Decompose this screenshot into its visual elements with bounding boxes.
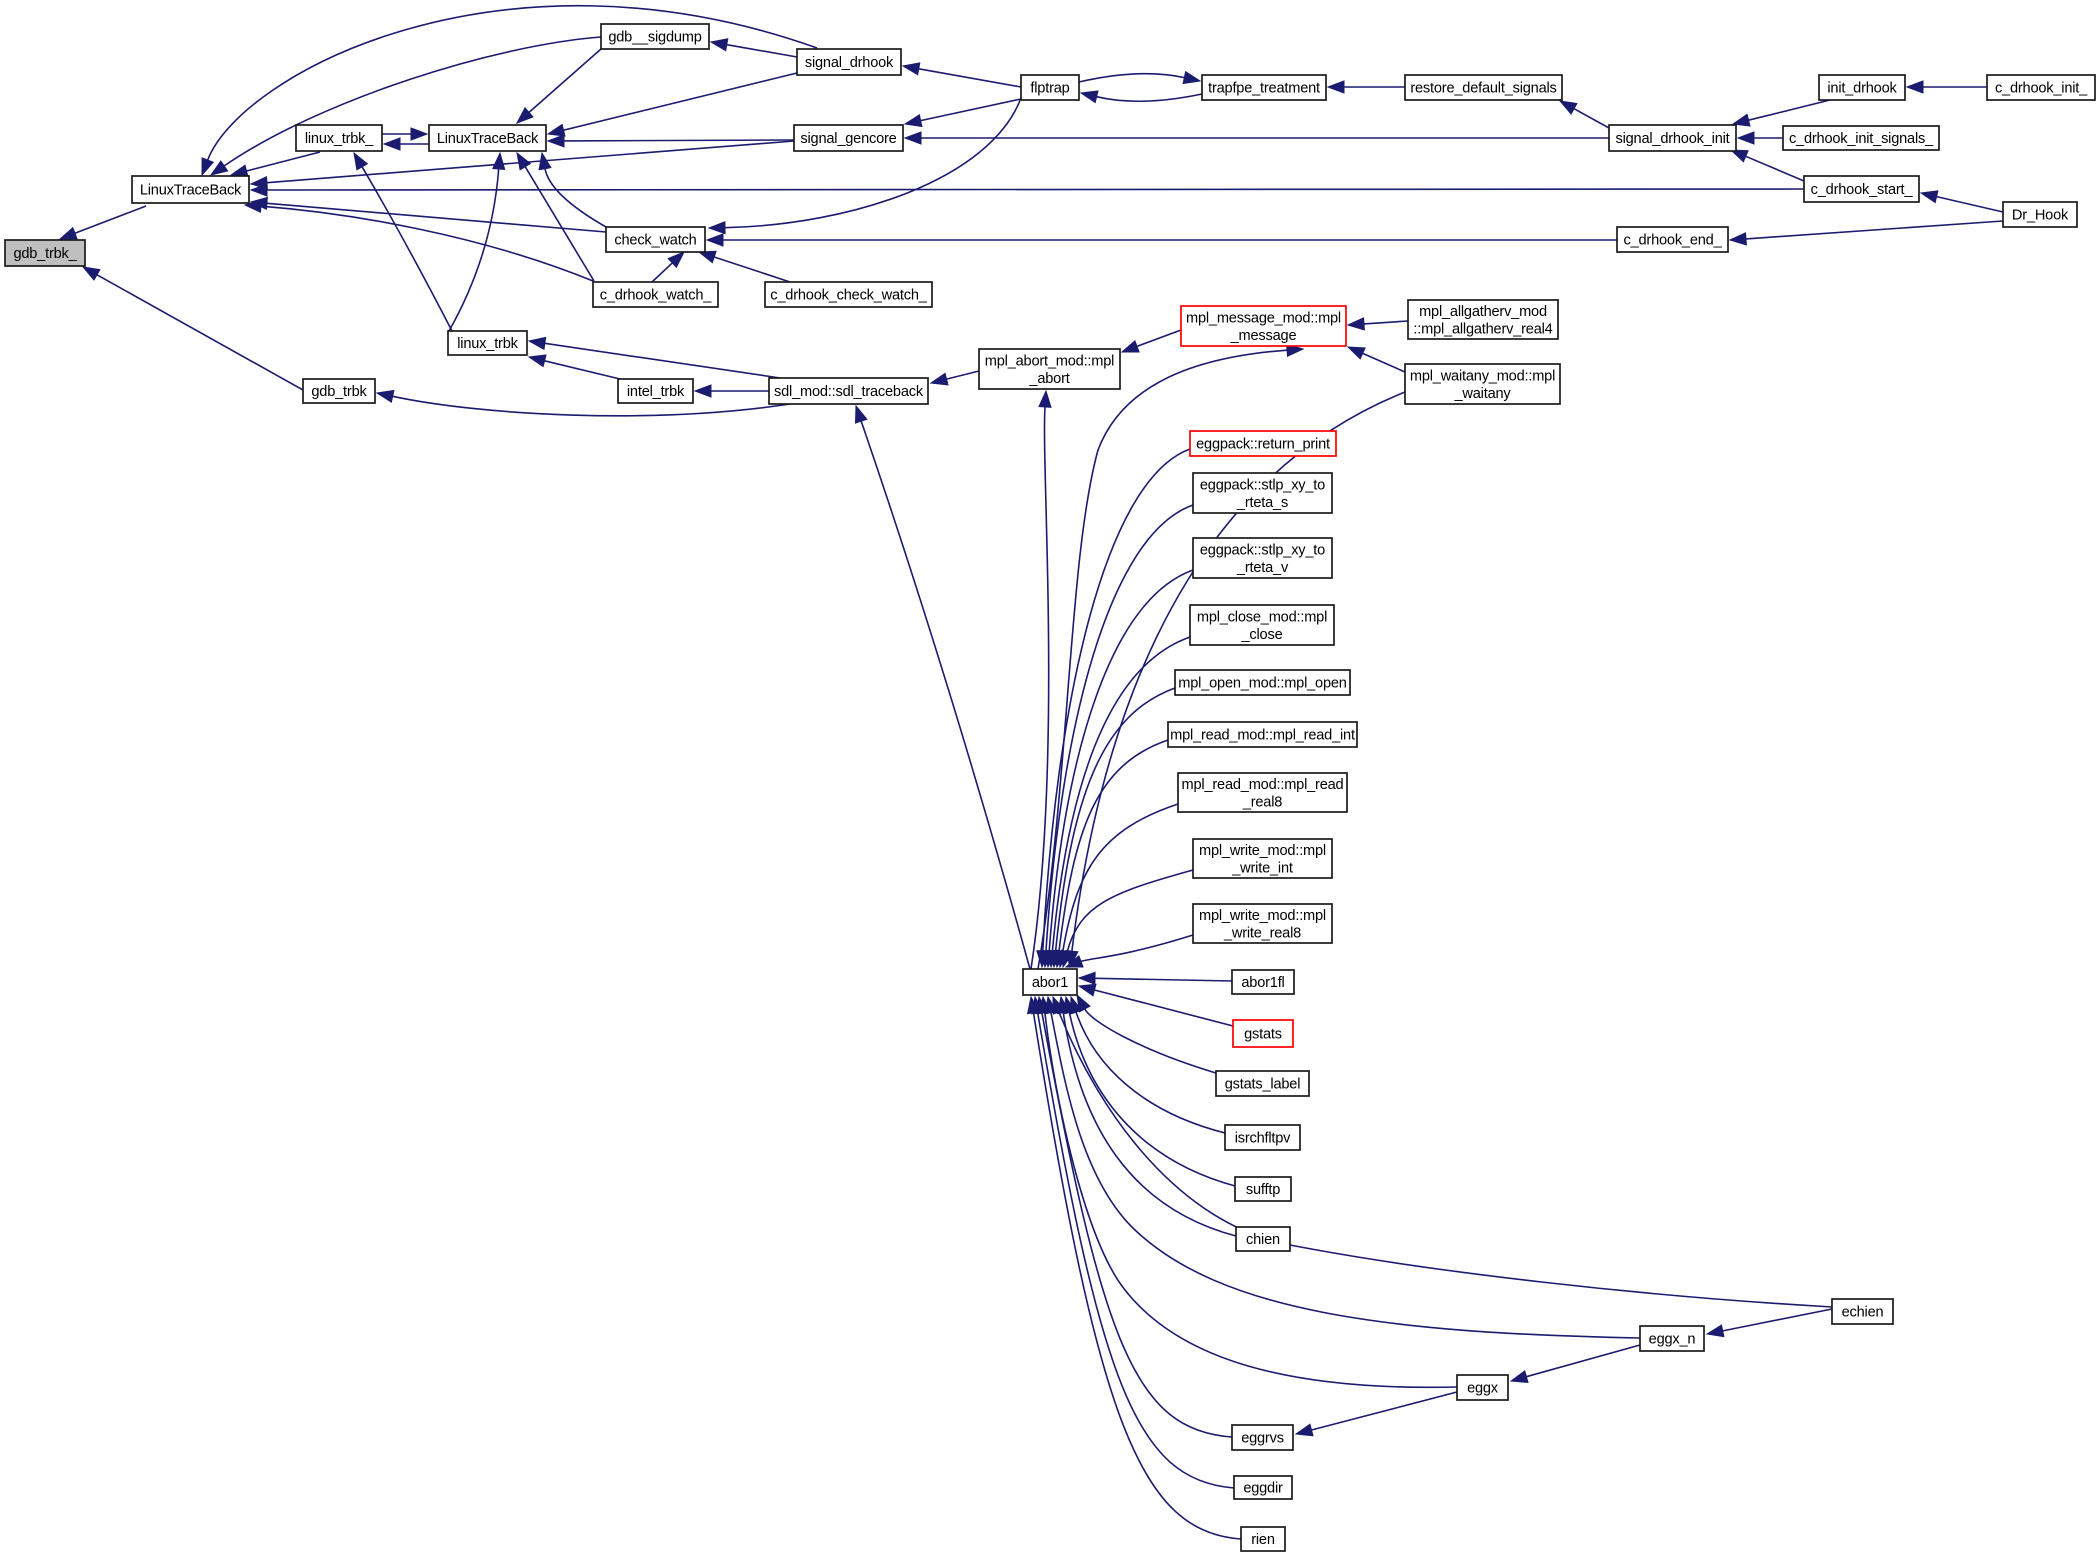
svg-text:mpl_close_mod::mpl: mpl_close_mod::mpl: [1197, 609, 1327, 625]
svg-text:c_drhook_init_: c_drhook_init_: [1995, 81, 2088, 97]
svg-text:echien: echien: [1842, 1305, 1884, 1321]
svg-text:_abort: _abort: [1028, 371, 1069, 387]
svg-text:flptrap: flptrap: [1030, 81, 1069, 97]
svg-text:eggpack::stlp_xy_to: eggpack::stlp_xy_to: [1200, 542, 1325, 558]
svg-text:_rteta_s: _rteta_s: [1236, 495, 1288, 511]
svg-text:isrchfltpv: isrchfltpv: [1235, 1131, 1291, 1147]
svg-text:mpl_waitany_mod::mpl: mpl_waitany_mod::mpl: [1410, 368, 1555, 384]
svg-text:sdl_mod::sdl_traceback: sdl_mod::sdl_traceback: [774, 384, 924, 400]
svg-text:mpl_allgatherv_mod: mpl_allgatherv_mod: [1419, 304, 1547, 320]
svg-text:eggpack::stlp_xy_to: eggpack::stlp_xy_to: [1200, 477, 1325, 493]
svg-text:init_drhook: init_drhook: [1827, 81, 1897, 97]
svg-text:eggx: eggx: [1467, 1381, 1499, 1397]
svg-text:check_watch: check_watch: [614, 233, 696, 249]
svg-text:mpl_write_mod::mpl: mpl_write_mod::mpl: [1199, 843, 1326, 859]
svg-text:eggdir: eggdir: [1243, 1481, 1283, 1497]
svg-text:mpl_read_mod::mpl_read_int: mpl_read_mod::mpl_read_int: [1170, 728, 1355, 744]
svg-text:rien: rien: [1251, 1532, 1275, 1548]
svg-text:gstats: gstats: [1244, 1027, 1282, 1043]
svg-text:eggx_n: eggx_n: [1649, 1332, 1696, 1348]
svg-text:gdb_trbk_: gdb_trbk_: [13, 246, 77, 262]
svg-text:mpl_message_mod::mpl: mpl_message_mod::mpl: [1186, 310, 1341, 326]
svg-text:_write_real8: _write_real8: [1223, 926, 1301, 942]
svg-text:linux_trbk_: linux_trbk_: [305, 131, 374, 147]
svg-text:c_drhook_init_signals_: c_drhook_init_signals_: [1789, 131, 1934, 147]
svg-text:intel_trbk: intel_trbk: [627, 384, 685, 400]
svg-text:LinuxTraceBack: LinuxTraceBack: [437, 131, 539, 147]
svg-text:mpl_read_mod::mpl_read: mpl_read_mod::mpl_read: [1182, 777, 1344, 793]
svg-text:sufftp: sufftp: [1246, 1182, 1280, 1198]
svg-text:eggpack::return_print: eggpack::return_print: [1196, 437, 1330, 453]
svg-text:mpl_write_mod::mpl: mpl_write_mod::mpl: [1199, 908, 1326, 924]
svg-text:Dr_Hook: Dr_Hook: [2012, 208, 2069, 224]
svg-text:gdb__sigdump: gdb__sigdump: [608, 30, 701, 46]
svg-text:trapfpe_treatment: trapfpe_treatment: [1208, 81, 1320, 97]
svg-text:chien: chien: [1246, 1232, 1280, 1248]
svg-text:c_drhook_end_: c_drhook_end_: [1623, 233, 1722, 249]
svg-text:_real8: _real8: [1242, 795, 1282, 811]
svg-text:_message: _message: [1230, 328, 1297, 344]
svg-text:eggrvs: eggrvs: [1241, 1431, 1284, 1447]
svg-text:signal_drhook_init: signal_drhook_init: [1615, 131, 1729, 147]
svg-text:mpl_open_mod::mpl_open: mpl_open_mod::mpl_open: [1178, 676, 1346, 692]
svg-text:c_drhook_watch_: c_drhook_watch_: [600, 288, 712, 304]
svg-text:_rteta_v: _rteta_v: [1236, 560, 1289, 576]
svg-text:gstats_label: gstats_label: [1225, 1077, 1301, 1093]
svg-text:signal_drhook: signal_drhook: [805, 55, 894, 71]
svg-text:c_drhook_check_watch_: c_drhook_check_watch_: [770, 288, 928, 304]
svg-text:c_drhook_start_: c_drhook_start_: [1811, 182, 1914, 198]
svg-text:_waitany: _waitany: [1454, 386, 1512, 402]
svg-text:abor1fl: abor1fl: [1241, 975, 1284, 991]
svg-text:_write_int: _write_int: [1231, 861, 1293, 877]
svg-text:restore_default_signals: restore_default_signals: [1410, 81, 1556, 97]
svg-text:::mpl_allgatherv_real4: ::mpl_allgatherv_real4: [1413, 322, 1552, 338]
svg-text:linux_trbk: linux_trbk: [457, 336, 518, 352]
svg-text:signal_gencore: signal_gencore: [800, 131, 896, 147]
svg-text:LinuxTraceBack: LinuxTraceBack: [140, 183, 242, 199]
svg-text:_close: _close: [1241, 627, 1283, 643]
svg-text:abor1: abor1: [1032, 975, 1068, 991]
svg-text:gdb_trbk: gdb_trbk: [311, 384, 367, 400]
svg-text:mpl_abort_mod::mpl: mpl_abort_mod::mpl: [985, 353, 1114, 369]
